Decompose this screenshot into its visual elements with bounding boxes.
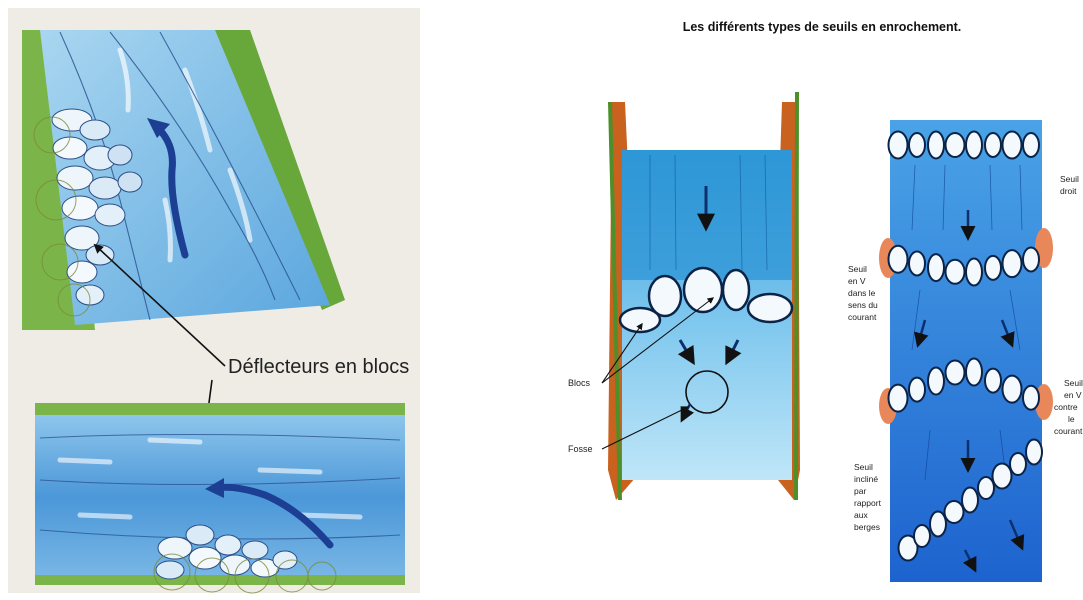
weir-rock — [930, 512, 946, 537]
weir-types-channel — [879, 120, 1053, 582]
label-blocs: Blocs — [568, 378, 591, 388]
label-seuil-v-contre-line5: courant — [1054, 426, 1083, 436]
weir-rock — [889, 385, 908, 412]
label-seuil-v-sens-line5: courant — [848, 312, 877, 322]
bottom-river-scene — [35, 403, 405, 593]
weir-channel-water-icon — [890, 120, 1042, 582]
weir-rock — [993, 464, 1012, 489]
weir-rock — [1003, 376, 1022, 403]
left-panel: Déflecteurs en blocs — [8, 8, 420, 593]
weir-rock — [966, 259, 982, 286]
bottom-bank-top-icon — [35, 403, 405, 417]
weir-rock — [962, 488, 978, 513]
weir-rock — [946, 133, 965, 157]
weir-rock — [909, 251, 925, 275]
weir-rock — [914, 525, 930, 547]
weir-rock — [928, 254, 944, 281]
label-seuil-incline-line5: aux — [854, 510, 868, 520]
right-panel-title: Les différents types de seuils en enroch… — [683, 20, 962, 34]
weir-rock — [966, 359, 982, 386]
weir-rock — [889, 246, 908, 273]
weir-rock — [946, 260, 965, 284]
label-seuil-incline-line4: rapport — [854, 498, 882, 508]
label-seuil-incline-line2: incliné — [854, 474, 878, 484]
label-seuil-incline-line6: berges — [854, 522, 880, 532]
block-weir-channel — [608, 92, 800, 500]
weir-rock — [1003, 250, 1022, 277]
label-seuil-v-contre-line4: le — [1068, 414, 1075, 424]
weir-rock — [1010, 453, 1026, 475]
weir-rock — [985, 133, 1001, 157]
weir-rock — [985, 369, 1001, 393]
weir-rock — [1023, 386, 1039, 410]
label-seuil-v-contre-line3: contre — [1054, 402, 1078, 412]
label-seuil-v-contre-line1: Seuil — [1064, 378, 1083, 388]
label-seuil-v-sens-line1: Seuil — [848, 264, 867, 274]
label-seuil-v-contre: Seuil en V contre le courant — [1054, 378, 1083, 436]
label-seuil-droit: Seuil droit — [1060, 174, 1079, 196]
weir-rock — [1023, 247, 1039, 271]
label-seuil-v-sens-line4: sens du — [848, 300, 878, 310]
weir-rock — [889, 132, 908, 159]
label-fosse: Fosse — [568, 444, 593, 454]
weir-rock — [978, 477, 994, 499]
weir-rock — [928, 132, 944, 159]
deflector-label: Déflecteurs en blocs — [228, 356, 409, 378]
label-seuil-v-sens: Seuil en V dans le sens du courant — [848, 264, 878, 322]
label-seuil-incline: Seuil incliné par rapport aux berges — [854, 462, 882, 532]
weir-rock — [945, 501, 964, 523]
right-panel: Les différents types de seuils en enroch… — [568, 20, 1083, 582]
bottom-bank-bottom-icon — [35, 575, 405, 585]
label-seuil-v-sens-line3: dans le — [848, 288, 876, 298]
weir-rock — [909, 378, 925, 402]
weir-rock — [966, 132, 982, 159]
label-seuil-droit-line1: Seuil — [1060, 174, 1079, 184]
weir-rock — [1026, 440, 1042, 465]
weir-rock — [1003, 132, 1022, 159]
weir-rock — [985, 256, 1001, 280]
weir-rock — [909, 133, 925, 157]
weir-rock — [1023, 133, 1039, 157]
weir-rock — [928, 368, 944, 395]
label-seuil-v-contre-line2: en V — [1064, 390, 1082, 400]
channel-green-bank-right — [796, 92, 797, 500]
label-seuil-incline-line1: Seuil — [854, 462, 873, 472]
label-seuil-v-sens-line2: en V — [848, 276, 866, 286]
label-seuil-incline-line3: par — [854, 486, 866, 496]
label-seuil-droit-line2: droit — [1060, 186, 1077, 196]
weir-rock — [946, 361, 965, 385]
